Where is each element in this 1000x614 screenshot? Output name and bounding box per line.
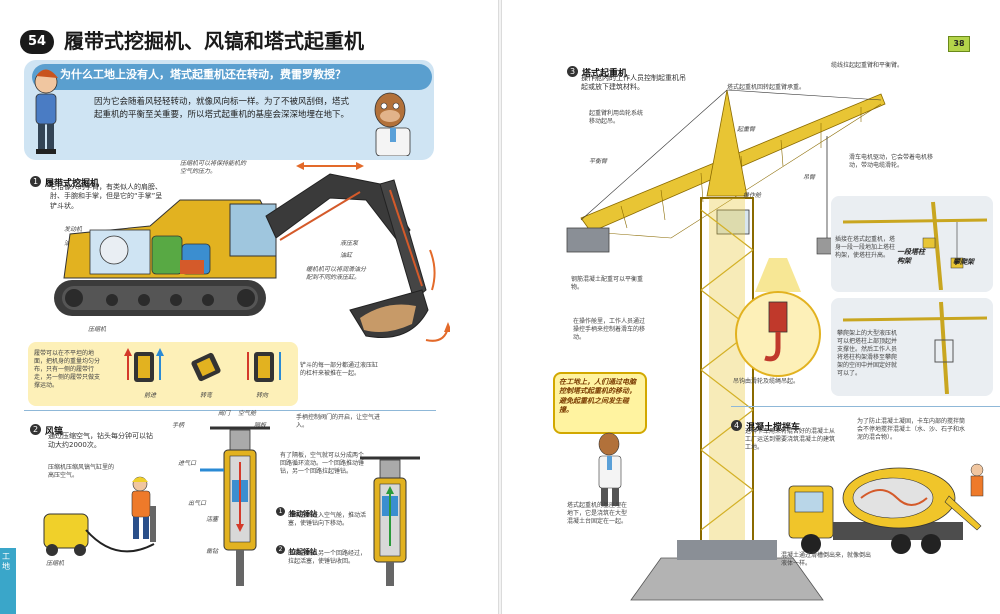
step2-text: 压缩空气从另一个回路经过，拉起活塞，使锤钻收回。 xyxy=(288,550,367,566)
crane-heading: 塔式起重机 xyxy=(582,69,628,79)
breaker-worker-illustration xyxy=(43,476,156,556)
chapter-side-tab[interactable] xyxy=(0,548,16,614)
breaker-compressor-label: 压缩机 xyxy=(46,560,65,567)
track-note-box xyxy=(28,342,298,406)
breaker-heading: 风镐 xyxy=(45,427,64,437)
mixer-heading: 混凝土搅拌车 xyxy=(746,423,801,433)
breaker-top-note: 手柄控制阀门的开启，让空气进入。 xyxy=(296,414,381,430)
hook-note: 吊钩由滑轮及缆绳吊起。 xyxy=(733,378,800,385)
mixer-note: 为了防止混凝土凝固，卡车内部的搅拌筒会不停地搅拌混凝土（水、沙、石子和水泥的混合… xyxy=(857,418,966,442)
tower-crane-illustration xyxy=(566,89,886,601)
mixer-section-number: 4 xyxy=(731,420,742,431)
crane-label-jib: 起重臂 xyxy=(737,126,756,133)
label-oil-cylinder: 油缸 xyxy=(340,252,353,259)
mixer-description: 这种卡车用来将混合好的混凝土从工厂运送到需要浇筑混凝土的建筑工地。 xyxy=(745,428,836,452)
page-number-badge-right: 38 xyxy=(948,36,970,52)
page-number-badge: 54 xyxy=(20,30,54,54)
valve-label-diaphragm: 隔板 xyxy=(254,422,267,429)
mixer-heading-row: 4 混凝土搅拌车 xyxy=(731,414,800,436)
valve-label-air-chamber: 空气舱 xyxy=(238,410,257,417)
crane-heading-row: 3 塔式起重机 xyxy=(567,60,627,82)
stage1-text: 插接在塔式起重机，塔身一段一段地加上塔柱构架，使塔柱升高。 xyxy=(835,236,896,260)
breaker-cutaway-diagrams xyxy=(200,426,420,586)
valve-label-inlet: 进气口 xyxy=(178,460,197,467)
step1-text: 压缩空气进入空气舱，推动活塞，使锤钻向下移动。 xyxy=(288,512,367,528)
mixer-divider xyxy=(731,406,1000,407)
step2-title: 拉起锤钻 xyxy=(289,548,317,556)
label-compressor-top: 压缩机可以将保持能机的空气的压力。 xyxy=(180,160,247,176)
label-hydraulic-pump: 液压泵 xyxy=(340,240,359,247)
valve-label-drill: 凿钻 xyxy=(206,548,219,555)
breaker-mid-note: 有了隔板，空气就可以分成两个回路循环流动。一个回路推动锤钻，另一个回路拉起锤钻。 xyxy=(280,452,365,476)
stage1-panel xyxy=(831,196,993,292)
crane-label-counterweight-arm: 起重臂利用齿轮系统移动起吊。 xyxy=(589,110,644,126)
question-text: 为什么工地上没有人，塔式起重机还在转动，费雷罗教授？ xyxy=(60,68,346,81)
crane-label-balance-arm: 平衡臂 xyxy=(589,158,608,165)
stage2-text: 攀爬架上的大型液压机可以把塔柱上部顶起并支撑住。然后工作人员将塔柱构架滑移至攀爬… xyxy=(837,330,898,378)
mixer-truck-illustration xyxy=(788,463,984,554)
professor-small-illustration xyxy=(598,432,622,506)
stage2-crane-illustration xyxy=(842,301,988,394)
stage2-panel xyxy=(831,298,993,396)
excavator-section-number: 1 xyxy=(30,176,41,187)
breaker-hose-note: 压缩机压缩风镐气缸里的高压空气。 xyxy=(48,464,115,480)
chapter-side-tab-label: 工地 xyxy=(2,552,10,571)
crane-label-trolley: 吊臂 xyxy=(803,174,816,181)
step1-title: 推动锤钻 xyxy=(289,510,317,518)
valve-label-outlet: 出气口 xyxy=(188,500,207,507)
page-title: 履带式挖掘机、风镐和塔式起重机 xyxy=(64,29,364,53)
valve-label-piston: 活塞 xyxy=(206,516,219,523)
foundation-note: 塔式起重机的基座埋在地下，它是浇筑在大型混凝土台固定在一起。 xyxy=(567,502,628,526)
breaker-section-number: 2 xyxy=(30,424,41,435)
stage1-label: 一段塔柱构架 xyxy=(897,248,925,266)
label-steer: 转向 xyxy=(256,392,269,399)
speech-text: 在工地上，人们通过电脑控制塔式起重机的移动，避免起重机之间发生碰撞。 xyxy=(559,378,636,415)
arm-note: 铲斗的每一部分都通过液压缸的杠杆来被推在一起。 xyxy=(300,362,379,378)
breaker-description: 通过压缩空气，钻头每分钟可以钻动大约2000次。 xyxy=(48,432,153,450)
question-pill xyxy=(32,64,432,90)
track-note: 履带可以在不平坦的地面，把机身的重量均匀分布，只有一侧的履带行走，另一侧的履带只… xyxy=(34,350,101,390)
mixer-chute-note: 混凝土通过滑槽倒出来，就像倒出液体一样。 xyxy=(781,552,872,568)
crane-section-number: 3 xyxy=(567,66,578,77)
speech-bubble xyxy=(553,372,647,434)
valve-label-handle: 手柄 xyxy=(172,422,185,429)
section-divider xyxy=(24,410,436,411)
crane-label-operator-note: 在操作舱里，工作人员通过操控手柄来控制着滑车的移动。 xyxy=(573,318,646,342)
crane-description: 操作舱内的工作人员控制起重机吊起或放下建筑材料。 xyxy=(581,74,686,92)
label-compressor: 压缩机 xyxy=(88,326,107,333)
professor-illustration xyxy=(374,92,411,156)
excavator-illustration xyxy=(54,162,450,342)
stage1-crane-illustration xyxy=(842,201,988,290)
right-page: 38 3 塔式起重机 操作舱内的工作人员控制起重机吊起或放下建筑材料。 xyxy=(500,0,1000,614)
label-engine: 发动机 xyxy=(64,226,83,233)
label-turn: 转弯 xyxy=(200,392,213,399)
excavator-description: 它恰像人的手臂，有类似人的肩膀、肘、手腕和手掌，但是它的“手掌”呈铲斗状。 xyxy=(50,183,163,210)
boy-illustration xyxy=(34,69,58,154)
crane-label-motor: 滑车电机驱动，它会带着电机移动，带动电缆滑轮。 xyxy=(849,154,934,170)
book-spine xyxy=(498,0,502,614)
label-forward: 前进 xyxy=(144,392,157,399)
hook-zoom-illustration xyxy=(735,258,821,377)
crane-label-counterweight: 钢筋混凝土配重可以平衡重物。 xyxy=(571,276,644,292)
crane-label-cable: 缆线拉起起重臂和平衡臂。 xyxy=(831,62,904,69)
excavator-heading-row: 1 履带式挖掘机 xyxy=(30,170,99,192)
track-diagrams xyxy=(124,348,281,382)
label-hydraulic-oil: 缓机机可以将润滑油分配到不同的液压缸。 xyxy=(306,266,367,282)
crane-label-cabin: 操作舱 xyxy=(743,192,762,199)
valve-label-valve: 阀门 xyxy=(218,410,231,417)
left-page: 54 履带式挖掘机、风镐和塔式起重机 为什么工地上没有人，塔式起重机还在转动，费… xyxy=(0,29,450,614)
stage2-label: 攀爬架 xyxy=(953,258,974,266)
crane-label-slewing: 塔式起重机回转起重臂承重。 xyxy=(727,84,806,91)
breaker-heading-row: 2 风镐 xyxy=(30,418,63,440)
answer-text: 因为它会随着风轻轻转动，就像风向标一样。为了不被风刮倒，塔式起重机的平衡至关重要… xyxy=(94,97,350,121)
excavator-heading: 履带式挖掘机 xyxy=(45,179,100,189)
